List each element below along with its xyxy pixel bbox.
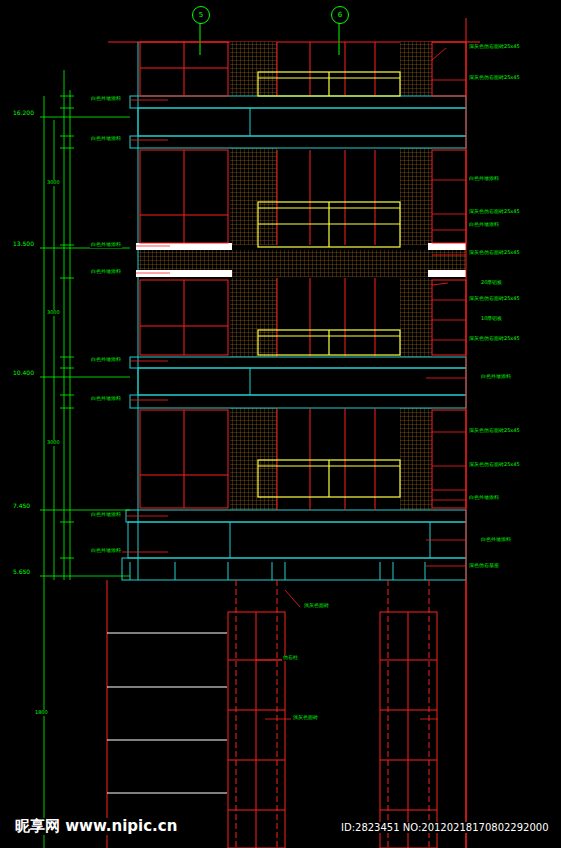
material-note: 白色外墙涂料 [90, 269, 122, 275]
material-note: 白色外墙涂料 [90, 396, 122, 402]
axis-bubble: 6 [331, 6, 349, 24]
material-note: 白色外墙涂料 [90, 136, 122, 142]
elevation-mark: 10.400 [12, 370, 35, 377]
material-note: 深灰色仿石面砖25x45 [468, 75, 521, 81]
material-note: 深灰色仿石面砖25x45 [468, 428, 521, 434]
material-note: 仿石柱 [282, 655, 299, 661]
watermark: 昵享网 www.nipic.cn [14, 818, 178, 835]
material-note: 深色仿石基座 [468, 563, 500, 569]
material-note: 浅灰色面砖 [292, 715, 319, 721]
material-note: 白色外墙涂料 [90, 242, 122, 248]
material-note: 深灰色仿石面砖25x45 [468, 462, 521, 468]
elevation-mark: 16.200 [12, 110, 35, 117]
material-note: 白色外墙涂料 [90, 96, 122, 102]
material-note: 20厚铝板 [480, 280, 503, 286]
axis-number: 5 [199, 12, 203, 19]
axis-bubble: 5 [192, 6, 210, 24]
dimension: 3000 [46, 440, 61, 446]
elevation-mark: 5.650 [12, 569, 31, 576]
material-note: 深灰色仿石面砖25x45 [468, 209, 521, 215]
dimension: 3000 [46, 180, 61, 186]
dimension: 3000 [46, 310, 61, 316]
axis-number: 6 [338, 12, 342, 19]
material-note: 深灰色仿石面砖25x45 [468, 296, 521, 302]
material-note: 白色外墙涂料 [90, 357, 122, 363]
elevation-mark: 13.500 [12, 241, 35, 248]
material-note: 深灰色仿石面砖25x45 [468, 250, 521, 256]
material-note: 白色外墙涂料 [468, 495, 500, 501]
dimension: 1800 [34, 710, 49, 716]
material-note: 白色外墙涂料 [90, 548, 122, 554]
watermark-id: ID:2823451 NO:20120218170802292000 [340, 822, 550, 833]
material-note: 白色外墙涂料 [90, 512, 122, 518]
elevation-mark: 7.450 [12, 503, 31, 510]
material-note: 浅灰色面砖 [303, 603, 330, 609]
material-note: 白色外墙涂料 [468, 222, 500, 228]
material-note: 深灰色仿石面砖25x45 [468, 336, 521, 342]
material-note: 10厚铝板 [480, 316, 503, 322]
material-note: 深灰色仿石面砖25x45 [468, 44, 521, 50]
material-note: 白色外墙涂料 [468, 176, 500, 182]
material-note: 白色外墙涂料 [480, 374, 512, 380]
material-note: 白色外墙涂料 [480, 537, 512, 543]
